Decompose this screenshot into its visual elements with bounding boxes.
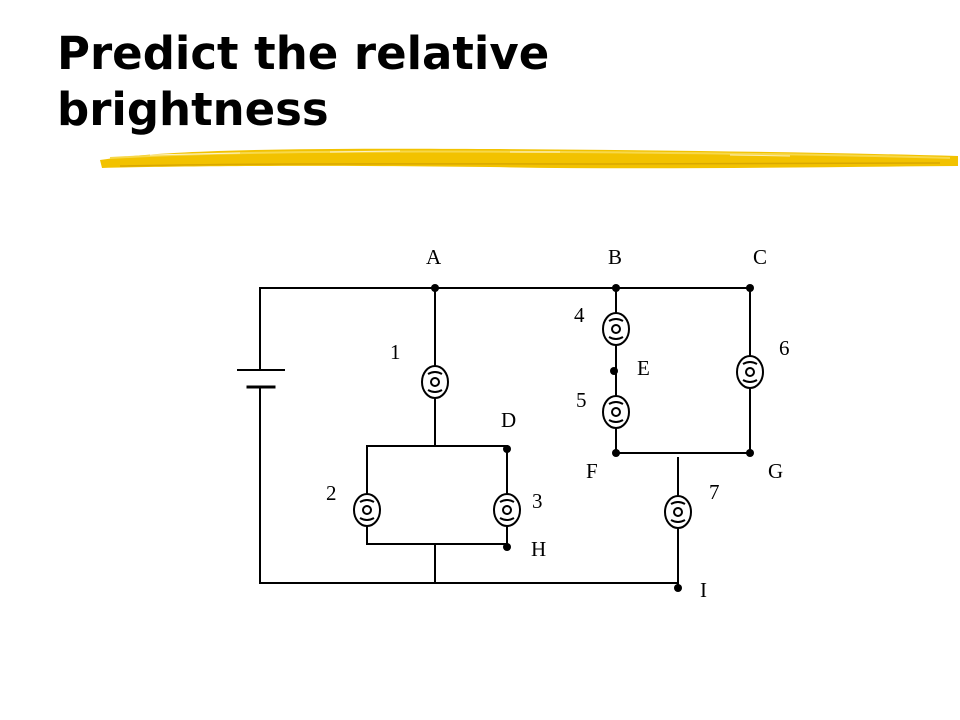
bulb-label-5: 5	[576, 388, 587, 412]
node-label-b: B	[608, 245, 622, 269]
node-label-i: I	[700, 578, 707, 602]
bulb-label-4: 4	[574, 303, 585, 327]
bulb-label-6: 6	[779, 336, 790, 360]
node-label-c: C	[753, 245, 767, 269]
bulb-label-7: 7	[709, 480, 720, 504]
junction-i	[674, 584, 682, 592]
bulb-7-icon	[664, 495, 692, 529]
bulb-6-icon	[736, 355, 764, 389]
bulb-label-2: 2	[326, 481, 337, 505]
junction-f	[612, 449, 620, 457]
yellow-brush-stroke	[100, 148, 958, 169]
junction-e	[610, 367, 618, 375]
wire-left-lower	[259, 386, 679, 584]
junction-h	[503, 543, 511, 551]
node-label-d: D	[501, 408, 516, 432]
node-label-h: H	[531, 537, 546, 561]
bulb-2-icon	[353, 493, 381, 527]
junction-b	[612, 284, 620, 292]
bulb-label-1: 1	[390, 340, 401, 364]
node-label-e: E	[637, 356, 650, 380]
junction-d	[503, 445, 511, 453]
bulb-label-3: 3	[532, 489, 543, 513]
junction-c	[746, 284, 754, 292]
bulb-3-icon	[493, 493, 521, 527]
slide-title: Predict the relative brightness	[57, 27, 550, 136]
node-label-a: A	[426, 245, 442, 269]
node-label-f: F	[586, 459, 598, 483]
node-label-g: G	[768, 459, 783, 483]
junction-g	[746, 449, 754, 457]
bulb-5-icon	[602, 395, 630, 429]
bulb-4-icon	[602, 312, 630, 346]
bulb-1-icon	[421, 365, 449, 399]
junction-a	[431, 284, 439, 292]
